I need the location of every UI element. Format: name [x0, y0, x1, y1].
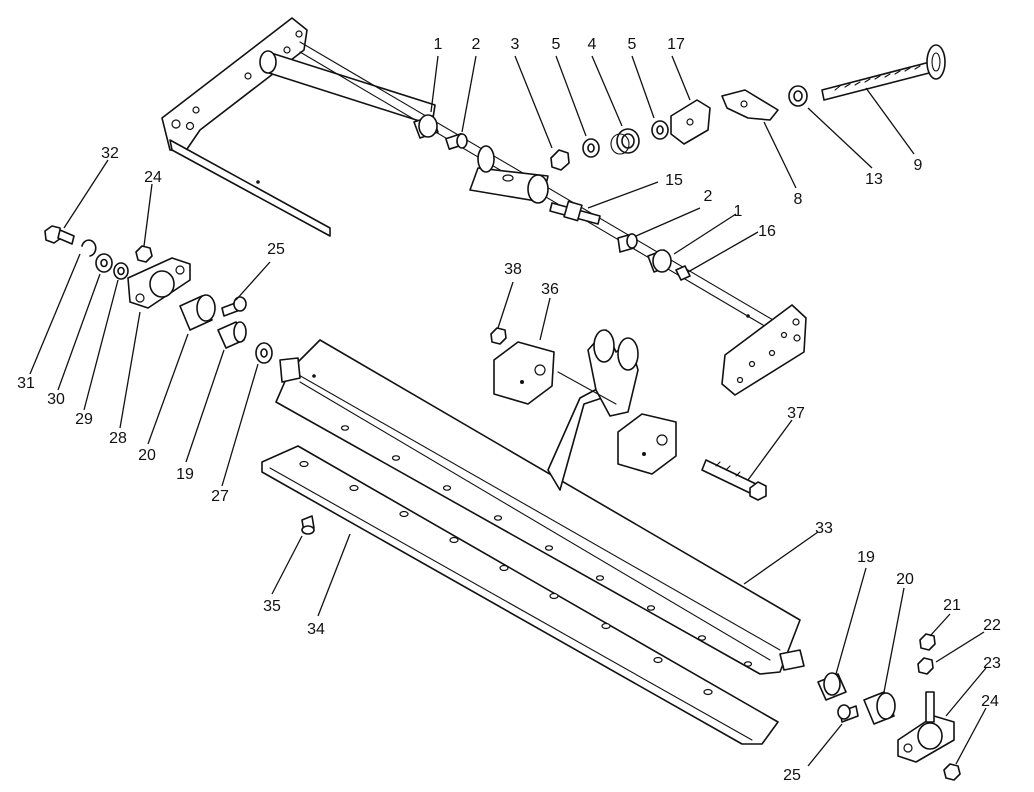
callout-36: 36	[541, 281, 559, 298]
carrier-frame	[161, 17, 807, 396]
callout-25-second: 25	[783, 767, 801, 784]
callout-21: 21	[943, 597, 961, 614]
callout-25: 25	[267, 241, 285, 258]
pivot-assembly	[490, 327, 767, 501]
callout-15: 15	[665, 172, 683, 189]
callout-34: 34	[307, 621, 325, 638]
callout-37: 37	[787, 405, 805, 422]
callout-3: 3	[511, 36, 520, 53]
adjuster-assembly	[413, 44, 946, 281]
callout-19-second: 19	[857, 549, 875, 566]
callout-24: 24	[144, 169, 162, 186]
callout-4: 4	[588, 36, 597, 53]
bedknife-holes	[299, 460, 713, 696]
callout-20-second: 20	[896, 571, 914, 588]
callout-35: 35	[263, 598, 281, 615]
callout-27: 27	[211, 488, 229, 505]
bedknife	[261, 445, 779, 745]
callout-labels: 1 2 3 5 4 5 17 8 13 9 15 2 1 16 32 24 25…	[17, 36, 1001, 784]
callout-29: 29	[75, 411, 93, 428]
callout-30: 30	[47, 391, 65, 408]
callout-9: 9	[914, 157, 923, 174]
callout-28: 28	[109, 430, 127, 447]
callout-23: 23	[983, 655, 1001, 672]
left-bearing-parts	[44, 225, 273, 364]
callout-16: 16	[758, 223, 776, 240]
callout-5-second: 5	[628, 36, 637, 53]
bedbar-holes	[340, 425, 753, 667]
callout-2: 2	[472, 36, 481, 53]
bedbar	[275, 339, 805, 675]
callout-22: 22	[983, 617, 1001, 634]
callout-8: 8	[794, 191, 803, 208]
callout-19: 19	[176, 466, 194, 483]
callout-38: 38	[504, 261, 522, 278]
callout-2-second: 2	[704, 188, 713, 205]
callout-13: 13	[865, 171, 883, 188]
callout-31: 31	[17, 375, 35, 392]
callout-1-second: 1	[734, 203, 743, 220]
callout-24-second: 24	[981, 693, 999, 710]
callout-17: 17	[667, 36, 685, 53]
callout-20: 20	[138, 447, 156, 464]
callout-1: 1	[434, 36, 443, 53]
callout-32: 32	[101, 145, 119, 162]
leader-lines	[29, 55, 987, 767]
callout-33: 33	[815, 520, 833, 537]
callout-5: 5	[552, 36, 561, 53]
right-bearing-parts	[817, 633, 961, 781]
